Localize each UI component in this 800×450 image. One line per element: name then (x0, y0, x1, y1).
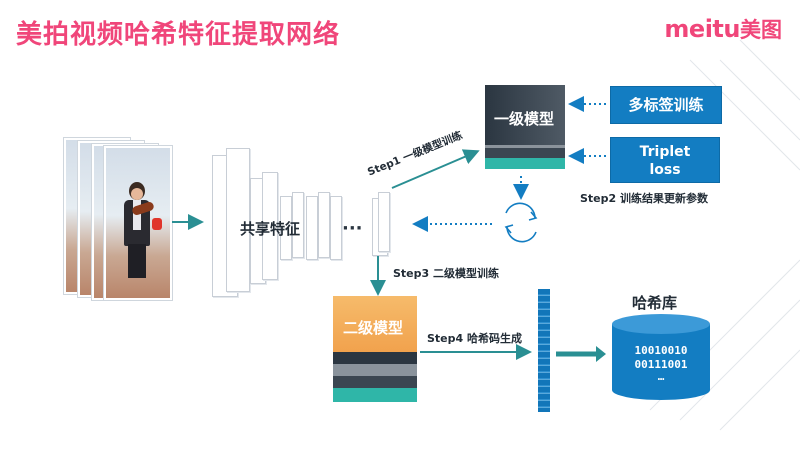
step2-label: Step2 训练结果更新参数 (580, 192, 708, 205)
step4-label: Step4 哈希码生成 (427, 332, 522, 345)
multilabel-training-box: 多标签训练 (610, 86, 722, 124)
hash-code-tape (538, 289, 550, 412)
network-layer (262, 172, 278, 280)
step3-label: Step3 二级模型训练 (393, 267, 499, 280)
meitu-logo: meitu美图 (664, 14, 782, 44)
network-layer (292, 192, 304, 258)
page-title: 美拍视频哈希特征提取网络 (16, 20, 341, 50)
network-layer-output (378, 192, 390, 252)
level1-model-label: 一级模型 (494, 110, 555, 128)
network-layer (330, 196, 342, 260)
hash-code-ellipsis: … (657, 370, 665, 383)
shared-features-label: 共享特征 (240, 220, 301, 238)
hash-library-label: 哈希库 (632, 294, 678, 312)
arrow-step1 (391, 149, 480, 189)
loss-label: loss (649, 162, 681, 178)
logo-latin: meitu (664, 15, 740, 43)
triplet-loss-box: Triplet loss (610, 137, 720, 183)
ellipsis: ··· (342, 218, 363, 239)
network-layer (226, 148, 250, 292)
refresh-cycle-icon (504, 202, 538, 243)
network-layer (318, 192, 330, 258)
hash-library-database: 10010010 00111001 … (612, 314, 710, 400)
level2-model-label: 二级模型 (343, 319, 404, 337)
level2-model-block (333, 296, 417, 402)
network-layer (306, 196, 318, 260)
network-layer (280, 196, 292, 260)
level1-model-block (485, 85, 565, 169)
hash-code-1: 10010010 (634, 344, 688, 357)
lantern-icon (152, 218, 162, 230)
hash-code-2: 00111001 (634, 358, 688, 371)
multilabel-training-label: 多标签训练 (628, 96, 704, 114)
logo-cn: 美图 (740, 18, 782, 42)
triplet-label: Triplet (639, 144, 691, 160)
arrow-to-hash-library-head (596, 346, 606, 362)
video-frame-front (104, 146, 172, 300)
